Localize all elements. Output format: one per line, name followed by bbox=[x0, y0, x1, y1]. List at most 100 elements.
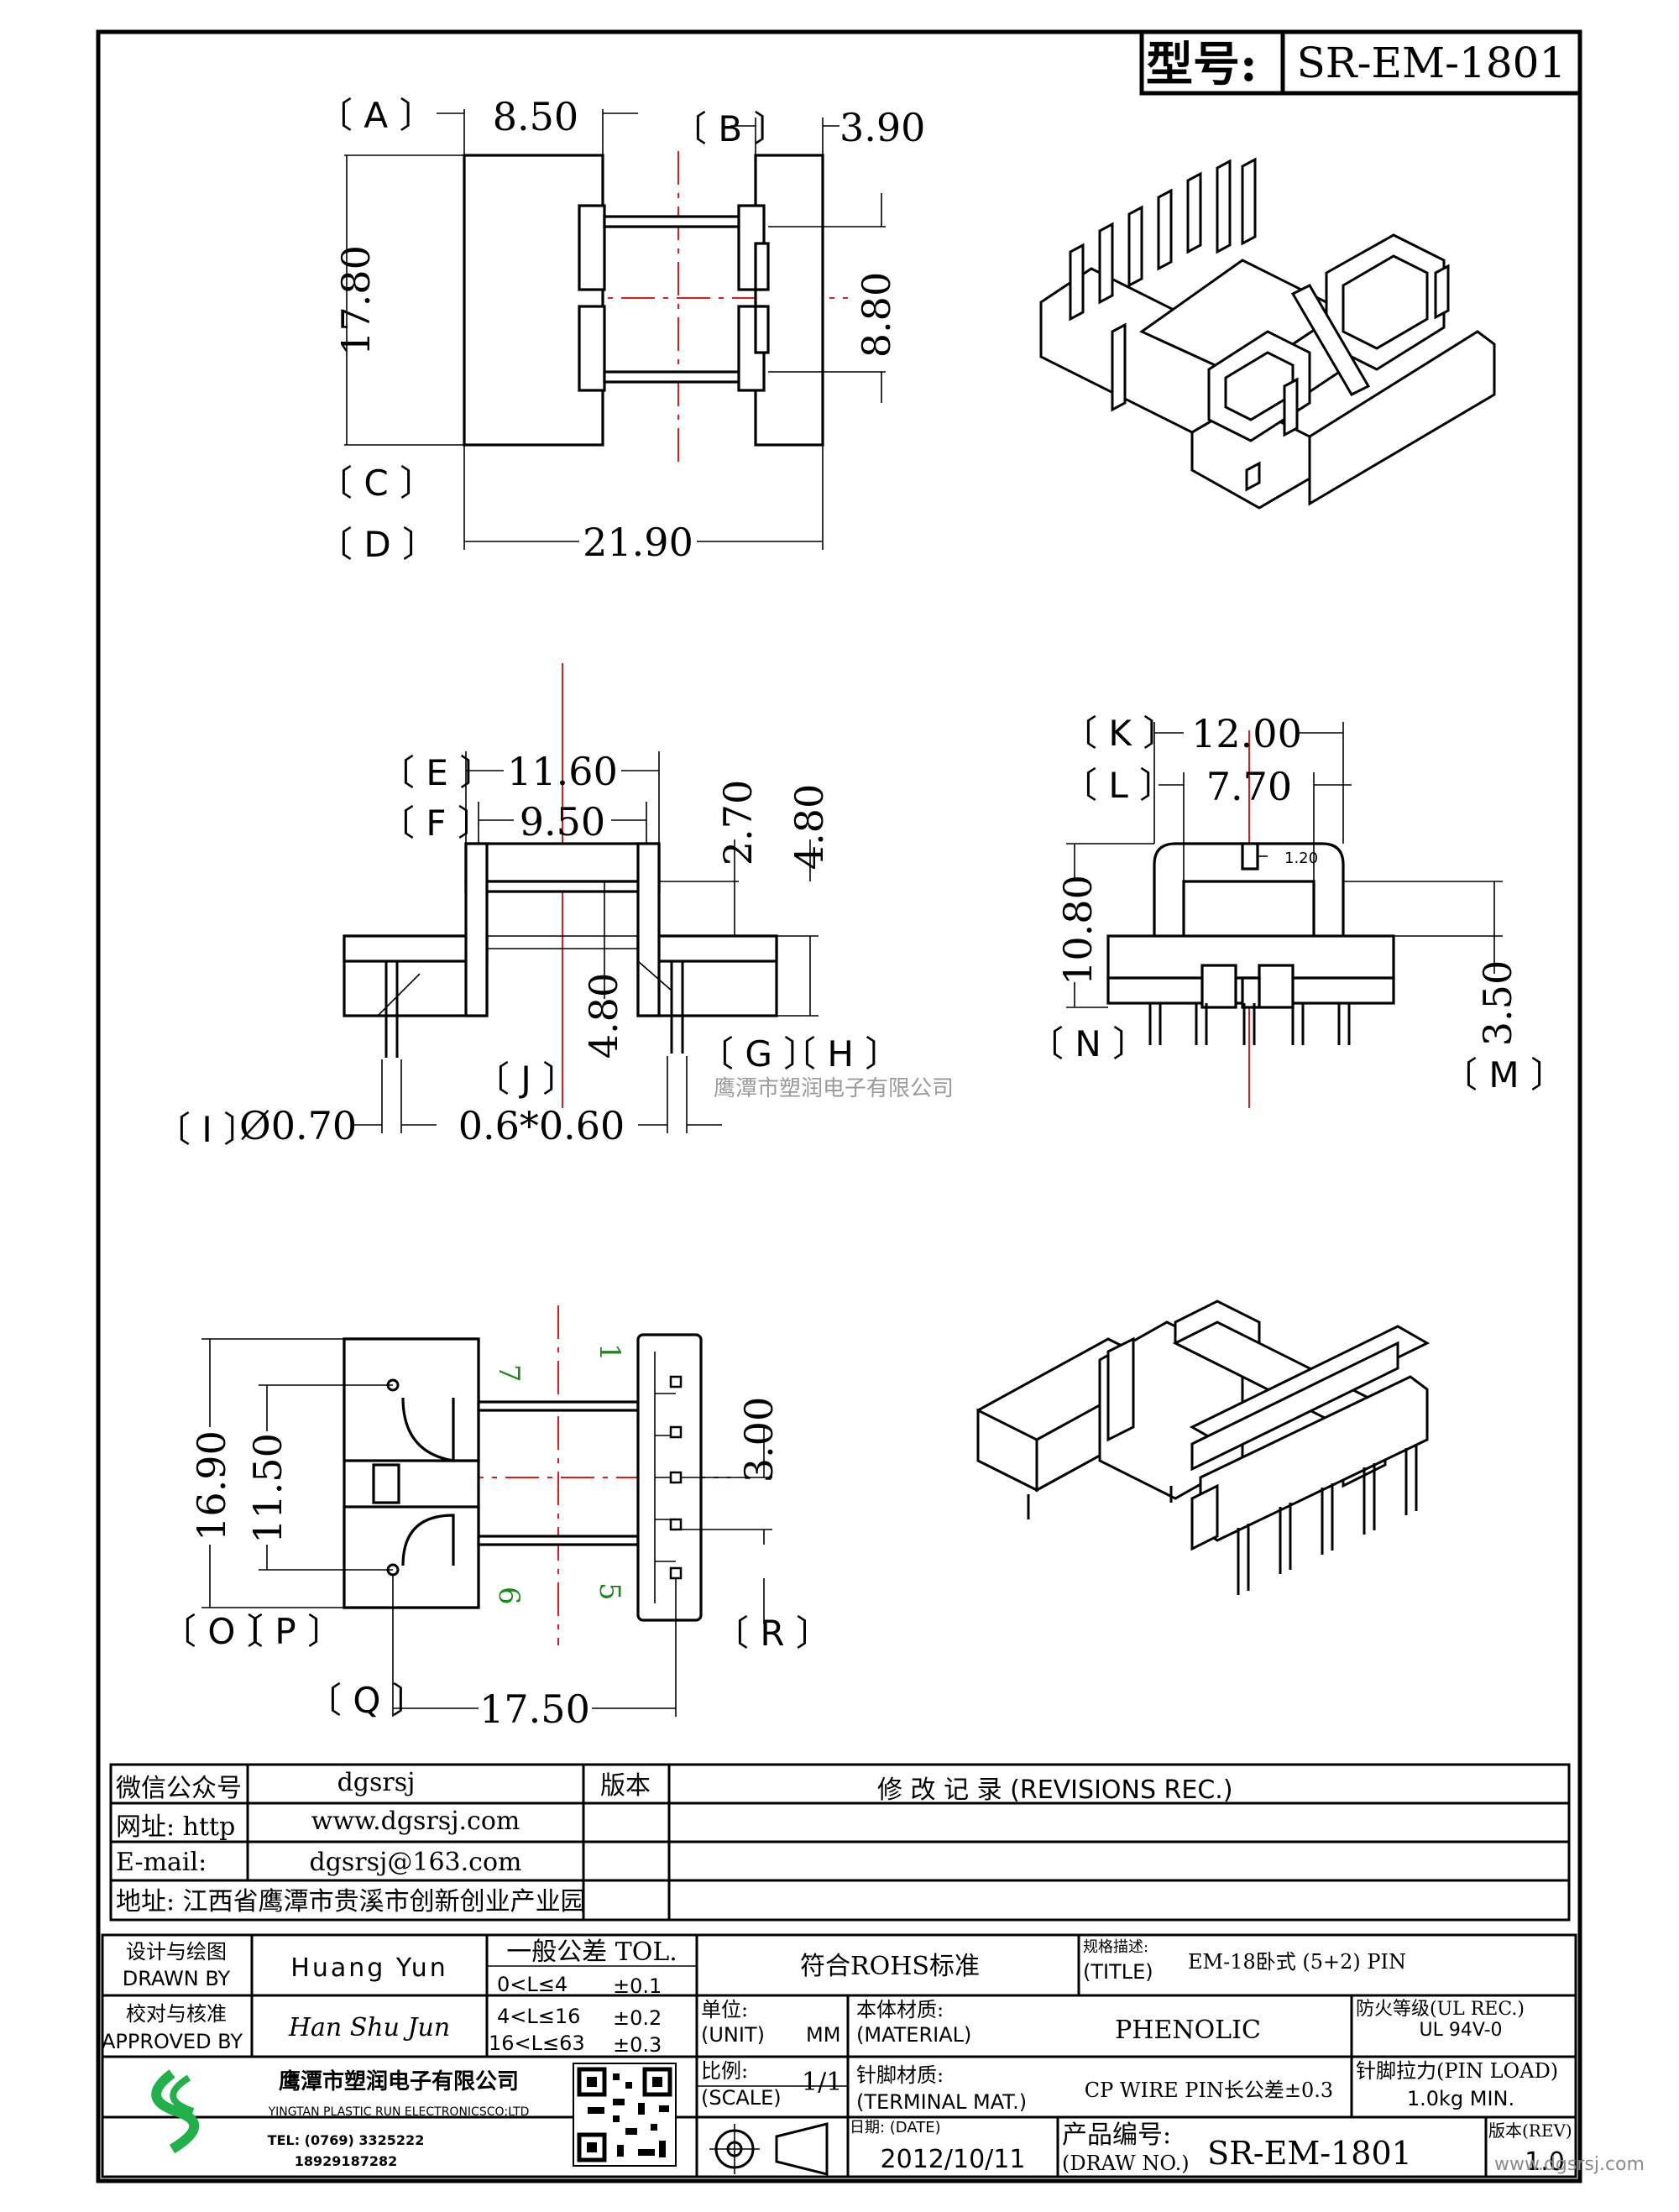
title-en: (TITLE) bbox=[1083, 1960, 1153, 1984]
label-e: 〔 E 〕 bbox=[379, 752, 494, 793]
approved-by-cn: 校对与核准 bbox=[126, 2002, 227, 2026]
label-q: 〔 Q 〕 bbox=[306, 1680, 427, 1721]
unit-value: MM bbox=[806, 2023, 840, 2047]
tolerance-range-3: 16<L≤63 bbox=[489, 2032, 585, 2055]
tolerance-range-2: 4<L≤16 bbox=[497, 2005, 580, 2028]
tolerance-range-1: 0<L≤4 bbox=[497, 1973, 568, 1996]
pin-load-value: 1.0kg MIN. bbox=[1407, 2087, 1514, 2110]
end-view: 12.00 7.70 1.20 10.80 3.50 〔 K 〕 〔 L 〕 〔… bbox=[1028, 711, 1566, 1108]
model-number: SR-EM-1801 bbox=[1297, 39, 1567, 87]
outer-frame bbox=[96, 29, 1582, 2183]
label-b: 〔 B 〕 bbox=[672, 108, 789, 149]
label-d: 〔 D 〕 bbox=[317, 524, 437, 565]
date-value: 2012/10/11 bbox=[881, 2145, 1026, 2174]
address: 地址: 江西省鹰潭市贵溪市创新创业产业园 bbox=[116, 1887, 586, 1917]
pin-number-6: 6 bbox=[492, 1587, 526, 1605]
tolerance-value-3: ±0.3 bbox=[613, 2033, 662, 2057]
label-p: 〔 P 〕 bbox=[228, 1611, 343, 1652]
label-h: 〔 H 〕 bbox=[781, 1033, 900, 1075]
model-box: 型号: SR-EM-1801 bbox=[1139, 29, 1582, 96]
rev-value: 1.0 bbox=[1525, 2147, 1565, 2177]
dim-7-70: 7.70 bbox=[1206, 764, 1292, 809]
drawn-by-cn: 设计与绘图 bbox=[126, 1940, 227, 1964]
label-o: 〔 O 〕 bbox=[161, 1611, 282, 1652]
label-f: 〔 F 〕 bbox=[379, 803, 493, 844]
dim-17-80: 17.80 bbox=[333, 245, 379, 356]
label-l: 〔 L 〕 bbox=[1062, 765, 1174, 806]
label-k: 〔 K 〕 bbox=[1062, 713, 1178, 754]
dim-4-80-right: 4.80 bbox=[787, 784, 832, 870]
tolerance-value-2: ±0.2 bbox=[613, 2006, 662, 2030]
dim-pin-square: 0.6*0.60 bbox=[458, 1103, 625, 1148]
label-n: 〔 N 〕 bbox=[1028, 1023, 1148, 1064]
dim-17-50: 17.50 bbox=[479, 1686, 590, 1732]
scale-en: (SCALE) bbox=[701, 2086, 782, 2110]
title-value: EM-18卧式 (5+2) PIN bbox=[1188, 1950, 1406, 1974]
terminal-en: (TERMINAL MAT.) bbox=[856, 2090, 1027, 2114]
dim-11-60: 11.60 bbox=[507, 749, 618, 794]
side-view: 11.60 9.50 2.70 4.80 4.80 Ø0.70 0.6*0.60… bbox=[155, 663, 900, 1150]
web-value: www.dgsrsj.com bbox=[311, 1807, 520, 1836]
revision-table: 微信公众号 dgsrsj 网址: http www.dgsrsj.com E-m… bbox=[109, 1763, 1571, 1922]
pin-number-5: 5 bbox=[593, 1582, 626, 1601]
material-value: PHENOLIC bbox=[1115, 2016, 1261, 2045]
email-label: E-mail: bbox=[116, 1848, 207, 1877]
dim-3-00: 3.00 bbox=[736, 1397, 782, 1483]
dim-2-70: 2.70 bbox=[715, 780, 761, 865]
version-header: 版本 bbox=[600, 1771, 651, 1801]
approved-by-en: APPROVED BY bbox=[102, 2030, 243, 2053]
dim-9-50: 9.50 bbox=[520, 799, 605, 845]
company-en: YINGTAN PLASTIC RUN ELECTRONICSCO;LTD bbox=[268, 2105, 530, 2119]
pin-number-1: 1 bbox=[593, 1343, 626, 1362]
label-j: 〔 J 〕 bbox=[474, 1059, 578, 1100]
label-g: 〔 G 〕 bbox=[698, 1033, 819, 1075]
date-cn: 日期: (DATE) bbox=[850, 2119, 941, 2136]
unit-en: (UNIT) bbox=[701, 2023, 765, 2047]
rohs-label: 符合ROHS标准 bbox=[800, 1952, 980, 1981]
dim-3-50: 3.50 bbox=[1475, 960, 1520, 1046]
revisions-header: 修 改 记 录 (REVISIONS REC.) bbox=[877, 1775, 1233, 1805]
bottom-view: 7 1 6 5 16.90 11.50 3.00 17.50 〔 O 〕 〔 P… bbox=[161, 1305, 831, 1732]
dim-8-80: 8.80 bbox=[854, 272, 899, 358]
label-m: 〔 M 〕 bbox=[1442, 1054, 1566, 1096]
label-a: 〔 A 〕 bbox=[317, 95, 434, 136]
drawn-by-value: Huang Yun bbox=[290, 1953, 447, 1983]
fire-rating-cn: 防火等级(UL REC.) bbox=[1356, 1999, 1525, 2020]
dim-11-50: 11.50 bbox=[245, 1433, 290, 1544]
fire-rating-value: UL 94V-0 bbox=[1419, 2020, 1502, 2041]
isometric-view-bottom bbox=[976, 1299, 1431, 1595]
company-logo bbox=[151, 2069, 200, 2154]
drawn-by-en: DRAWN BY bbox=[123, 1967, 231, 1990]
material-en: (MATERIAL) bbox=[856, 2023, 971, 2047]
unit-cn: 单位: bbox=[701, 1998, 748, 2021]
dim-12-00: 12.00 bbox=[1191, 711, 1302, 756]
draw-no-en: (DRAW NO.) bbox=[1062, 2152, 1190, 2175]
material-cn: 本体材质: bbox=[856, 1998, 944, 2021]
company-tel: TEL: (0769) 3325222 bbox=[268, 2132, 425, 2148]
projection-symbol bbox=[709, 2122, 829, 2176]
watermark: 鹰潭市塑润电子有限公司 bbox=[714, 1076, 954, 1101]
qr-code bbox=[573, 2063, 677, 2167]
draw-no-cn: 产品编号: bbox=[1062, 2120, 1171, 2150]
label-i: 〔 I 〕 bbox=[155, 1109, 259, 1150]
tolerance-label: 一般公差 TOL. bbox=[506, 1937, 677, 1967]
company-name: 鹰潭市塑润电子有限公司 bbox=[279, 2068, 519, 2094]
tolerance-value-1: ±0.1 bbox=[613, 1974, 662, 1998]
wechat-value: dgsrsj bbox=[337, 1768, 416, 1797]
dim-10-80: 10.80 bbox=[1055, 875, 1101, 986]
dim-21-90: 21.90 bbox=[583, 520, 693, 565]
dim-3-90: 3.90 bbox=[840, 105, 925, 150]
scale-value: 1/1 bbox=[802, 2068, 842, 2097]
web-label: 网址: http bbox=[116, 1812, 235, 1842]
approved-by-value: Han Shu Jun bbox=[288, 2013, 450, 2042]
wechat-label: 微信公众号 bbox=[116, 1774, 242, 1803]
pin-load-cn: 针脚拉力(PIN LOAD) bbox=[1356, 2059, 1558, 2083]
email-value: dgsrsj@163.com bbox=[310, 1848, 522, 1877]
title-block: 设计与绘图 DRAWN BY Huang Yun 校对与核准 APPROVED … bbox=[101, 1933, 1645, 2178]
draw-no-value: SR-EM-1801 bbox=[1207, 2135, 1412, 2172]
terminal-cn: 针脚材质: bbox=[856, 2063, 944, 2087]
top-view: 8.50 3.90 17.80 8.80 21.90 〔 A 〕 〔 B 〕 〔… bbox=[317, 94, 925, 565]
company-mobile: 18929187282 bbox=[295, 2153, 397, 2169]
title-cn: 规格描述: bbox=[1083, 1938, 1148, 1956]
